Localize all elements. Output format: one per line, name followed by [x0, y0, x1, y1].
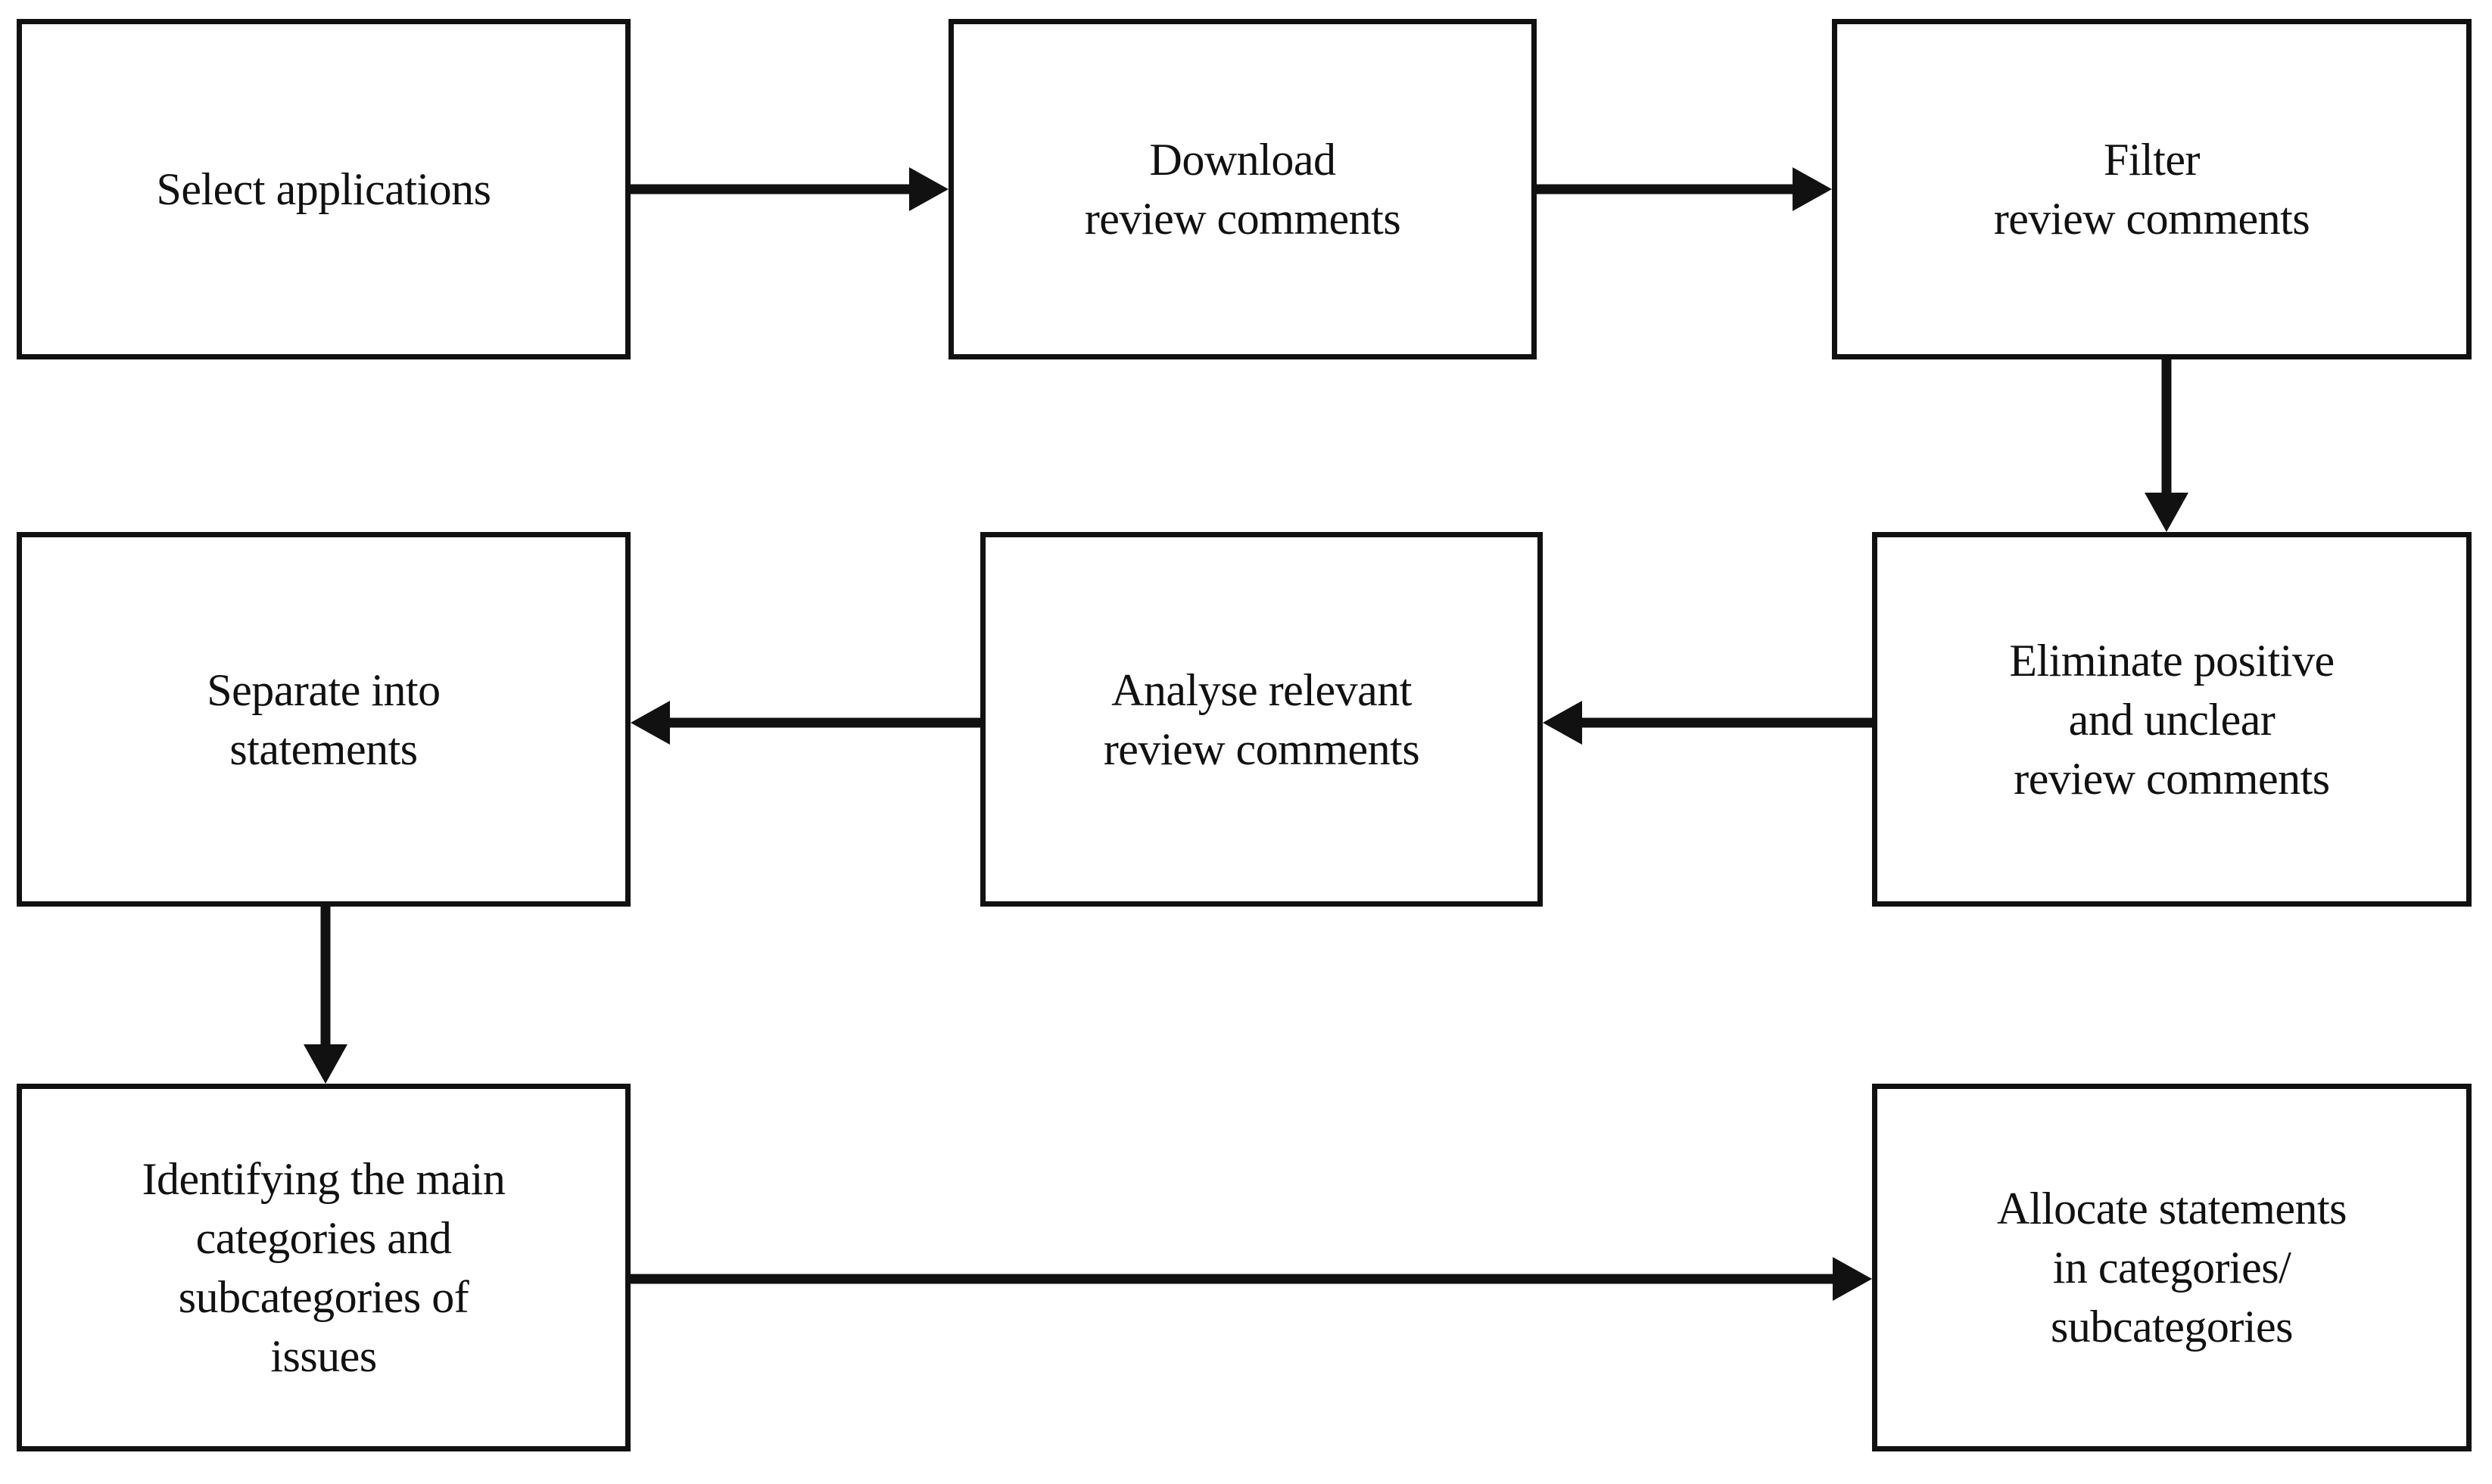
arrow-head-icon	[1793, 167, 1832, 211]
flowchart-node-analyse-relevant-review-comments[interactable]: Analyse relevant review comments	[980, 532, 1543, 907]
flowchart-edge-separate-into-statements-to-identifying-categories	[304, 907, 347, 1084]
flowchart-edge-analyse-relevant-review-comments-to-separate-into-statements	[631, 701, 980, 745]
arrow-head-icon	[631, 701, 670, 745]
flowchart-node-label: Filter review comments	[1993, 135, 2310, 244]
flowchart-node-filter-review-comments[interactable]: Filter review comments	[1832, 19, 2472, 359]
flowchart-node-label: Select applications	[156, 164, 491, 214]
flowchart-node-label: Allocate statements in categories/ subca…	[1996, 1184, 2347, 1352]
arrow-head-icon	[909, 167, 949, 211]
flowchart-node-label: Analyse relevant review comments	[1103, 664, 1420, 774]
flowchart-node-download-review-comments[interactable]: Download review comments	[949, 19, 1537, 359]
arrow-head-icon	[304, 1044, 347, 1084]
arrow-head-icon	[2145, 493, 2188, 532]
flowchart-node-label: Download review comments	[1084, 135, 1401, 244]
flowchart-node-identifying-the-main-categories-and-subcategories-of-issues[interactable]: Identifying the main categories and subc…	[17, 1084, 631, 1451]
flowchart-node-separate-into-statements[interactable]: Separate into statements	[17, 532, 631, 907]
flowchart-node-select-applications[interactable]: Select applications	[17, 19, 631, 359]
flowchart-edge-filter-review-comments-to-eliminate	[2145, 359, 2188, 532]
flowchart-edge-download-review-comments-to-filter-review-comments	[1537, 167, 1832, 211]
flowchart-node-label: Eliminate positive and unclear review co…	[2009, 635, 2335, 804]
arrow-head-icon	[1833, 1257, 1872, 1301]
flowchart-node-label: Separate into statements	[207, 664, 441, 774]
flowchart-edge-eliminate-to-analyse-relevant-review-comments	[1543, 701, 1872, 745]
arrow-head-icon	[1543, 701, 1582, 745]
flowchart-edge-identifying-categories-to-allocate-statements	[631, 1257, 1872, 1301]
flowchart-node-eliminate-positive-and-unclear-review-comments[interactable]: Eliminate positive and unclear review co…	[1872, 532, 2472, 907]
flowchart-node-label: Identifying the main categories and subc…	[142, 1154, 506, 1381]
flowchart-node-allocate-statements-in-categories-subcategories[interactable]: Allocate statements in categories/ subca…	[1872, 1084, 2472, 1451]
flowchart-edge-select-applications-to-download-review-comments	[631, 167, 949, 211]
